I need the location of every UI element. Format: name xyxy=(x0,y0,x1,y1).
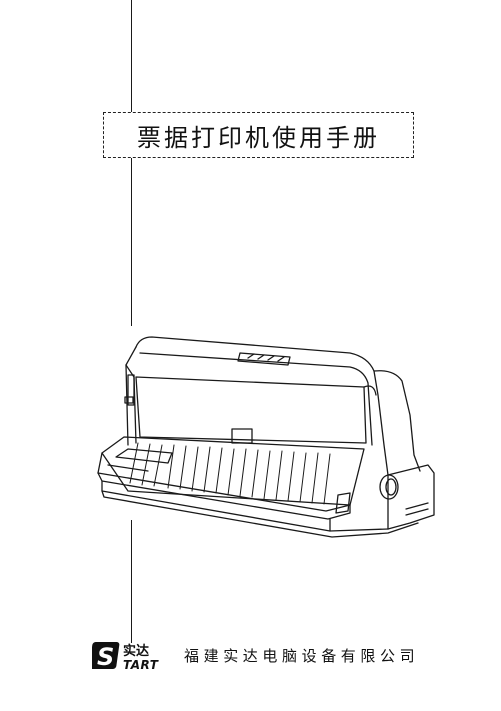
title-frame: 票据打印机使用手册 xyxy=(103,112,414,158)
svg-text:S: S xyxy=(97,643,114,671)
spine-line-bottom xyxy=(131,520,133,643)
dot-matrix-printer-icon xyxy=(97,336,435,538)
spine-line-middle xyxy=(131,158,133,326)
publisher-footer: S 实达 TART 福建实达电脑设备有限公司 xyxy=(92,640,422,672)
svg-text:实达: 实达 xyxy=(123,643,149,659)
manual-title: 票据打印机使用手册 xyxy=(137,123,380,152)
svg-text:TART: TART xyxy=(123,658,159,672)
company-name: 福建实达电脑设备有限公司 xyxy=(184,647,420,665)
spine-line-top xyxy=(131,0,133,112)
shida-start-logo: S 实达 TART xyxy=(92,642,159,672)
